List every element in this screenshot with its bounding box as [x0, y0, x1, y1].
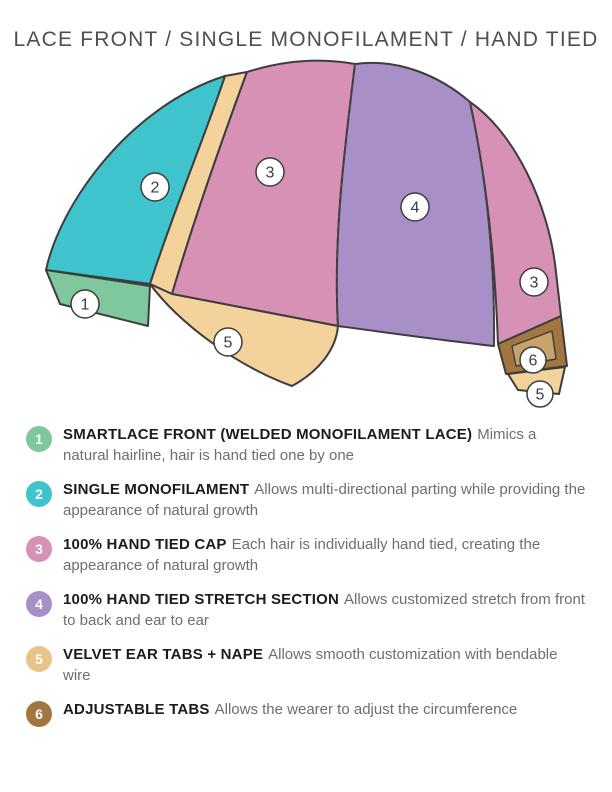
legend-label-2: SINGLE MONOFILAMENT — [63, 481, 250, 498]
legend-badge-6: 6 — [26, 701, 52, 727]
legend-badge-2: 2 — [26, 481, 52, 507]
marker-5-nape-label: 5 — [224, 335, 233, 352]
marker-5-nape: 5 — [213, 327, 243, 357]
seam-stretch-back — [469, 101, 495, 347]
wig-cap-svg: 1 2 3 4 3 5 6 5 — [45, 59, 568, 408]
marker-4-label: 4 — [411, 200, 420, 217]
legend: 1 SMARTLACE FRONT (WELDED MONOFILAMENT L… — [0, 416, 612, 727]
legend-badge-3: 3 — [26, 536, 52, 562]
legend-badge-1: 1 — [26, 426, 52, 452]
marker-6-label: 6 — [529, 353, 538, 370]
seam-cap-stretch — [336, 63, 356, 327]
legend-description-2: Allows multi-directional parting while p… — [63, 481, 586, 519]
wig-cap-diagram: 1 2 3 4 3 5 6 5 — [0, 54, 612, 416]
legend-description-6: Allows the wearer to adjust the circumfe… — [214, 701, 518, 718]
legend-description-1: Mimics a natural hairline, hair is hand … — [63, 426, 537, 464]
legend-item-smartlace-front: 1 SMARTLACE FRONT (WELDED MONOFILAMENT L… — [26, 424, 586, 466]
marker-6-adjustable: 6 — [519, 346, 547, 374]
legend-description-3: Each hair is individually hand tied, cre… — [63, 536, 541, 574]
marker-2-monofilament: 2 — [140, 172, 170, 202]
legend-label-4: 100% HAND TIED STRETCH SECTION — [63, 591, 340, 608]
marker-3-hand-tied-cap: 3 — [255, 157, 285, 187]
marker-3-back: 3 — [519, 267, 549, 297]
legend-description-4: Allows customized stretch from front to … — [63, 591, 585, 629]
marker-1-label: 1 — [81, 297, 90, 314]
legend-badge-4: 4 — [26, 591, 52, 617]
region-velvet-nape — [149, 283, 339, 387]
marker-5-ear-tab-back: 5 — [526, 380, 554, 408]
legend-badge-5: 5 — [26, 646, 52, 672]
marker-1-smartlace: 1 — [70, 289, 100, 319]
marker-3-label: 3 — [266, 165, 275, 182]
marker-4-stretch: 4 — [400, 192, 430, 222]
legend-label-5: VELVET EAR TABS + NAPE — [63, 646, 264, 663]
marker-2-label: 2 — [151, 180, 160, 197]
page-title: LACE FRONT / SINGLE MONOFILAMENT / HAND … — [13, 28, 599, 51]
legend-label-1: SMARTLACE FRONT (WELDED MONOFILAMENT LAC… — [63, 426, 473, 443]
legend-description-5: Allows smooth customization with bendabl… — [63, 646, 558, 684]
marker-5-back-label: 5 — [536, 387, 545, 404]
legend-label-6: ADJUSTABLE TABS — [63, 701, 210, 718]
legend-text-1: SMARTLACE FRONT (WELDED MONOFILAMENT LAC… — [63, 424, 586, 466]
marker-3-back-label: 3 — [530, 275, 539, 292]
legend-label-3: 100% HAND TIED CAP — [63, 536, 227, 553]
